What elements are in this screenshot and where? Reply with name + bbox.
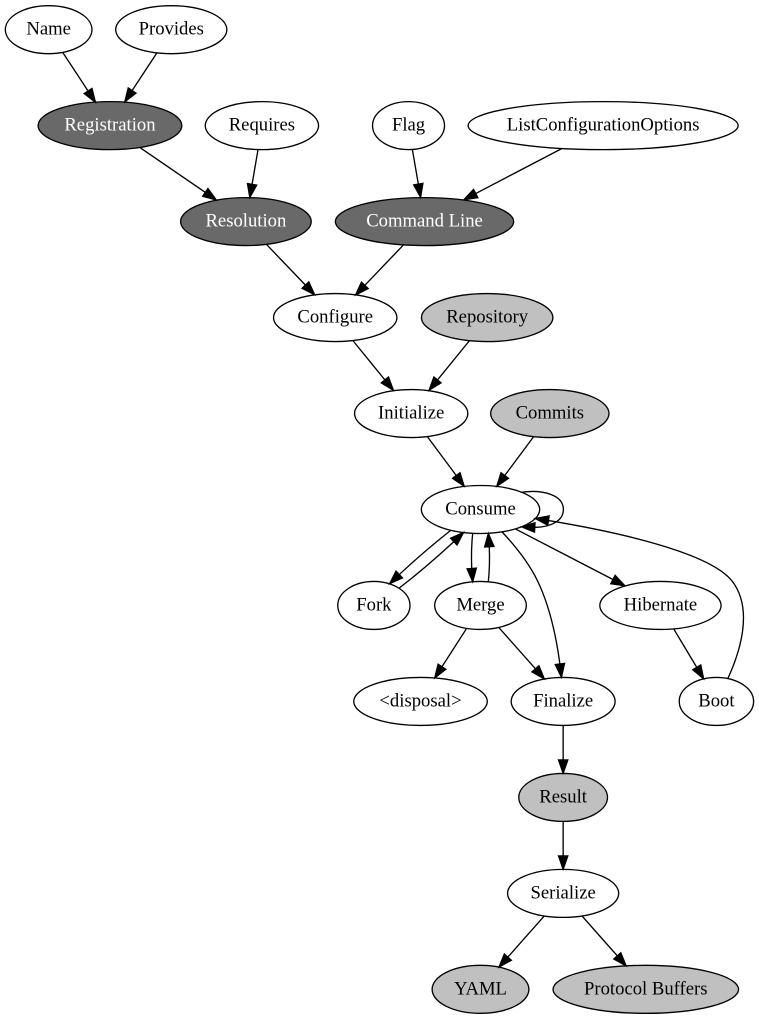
svg-text:Registration: Registration [64,115,156,136]
svg-text:Boot: Boot [698,690,735,711]
svg-text:Protocol Buffers: Protocol Buffers [584,978,708,999]
svg-text:Requires: Requires [229,115,295,136]
svg-text:Serialize: Serialize [531,882,596,903]
svg-text:Flag: Flag [392,115,425,136]
svg-text:Fork: Fork [356,594,392,615]
svg-text:ListConfigurationOptions: ListConfigurationOptions [507,115,700,136]
svg-text:Finalize: Finalize [533,690,593,711]
svg-text:Repository: Repository [446,306,529,327]
svg-text:<disposal>: <disposal> [379,690,461,711]
svg-text:Hibernate: Hibernate [624,594,698,615]
svg-text:Initialize: Initialize [378,402,444,423]
svg-text:Merge: Merge [456,594,504,615]
svg-text:Name: Name [26,19,71,40]
svg-text:Consume: Consume [445,498,515,519]
svg-text:YAML: YAML [454,978,507,999]
svg-text:Command Line: Command Line [366,211,483,232]
svg-text:Resolution: Resolution [205,211,287,232]
svg-text:Provides: Provides [139,19,204,40]
svg-text:Commits: Commits [516,402,584,423]
svg-text:Configure: Configure [297,306,373,327]
svg-text:Result: Result [539,786,587,807]
